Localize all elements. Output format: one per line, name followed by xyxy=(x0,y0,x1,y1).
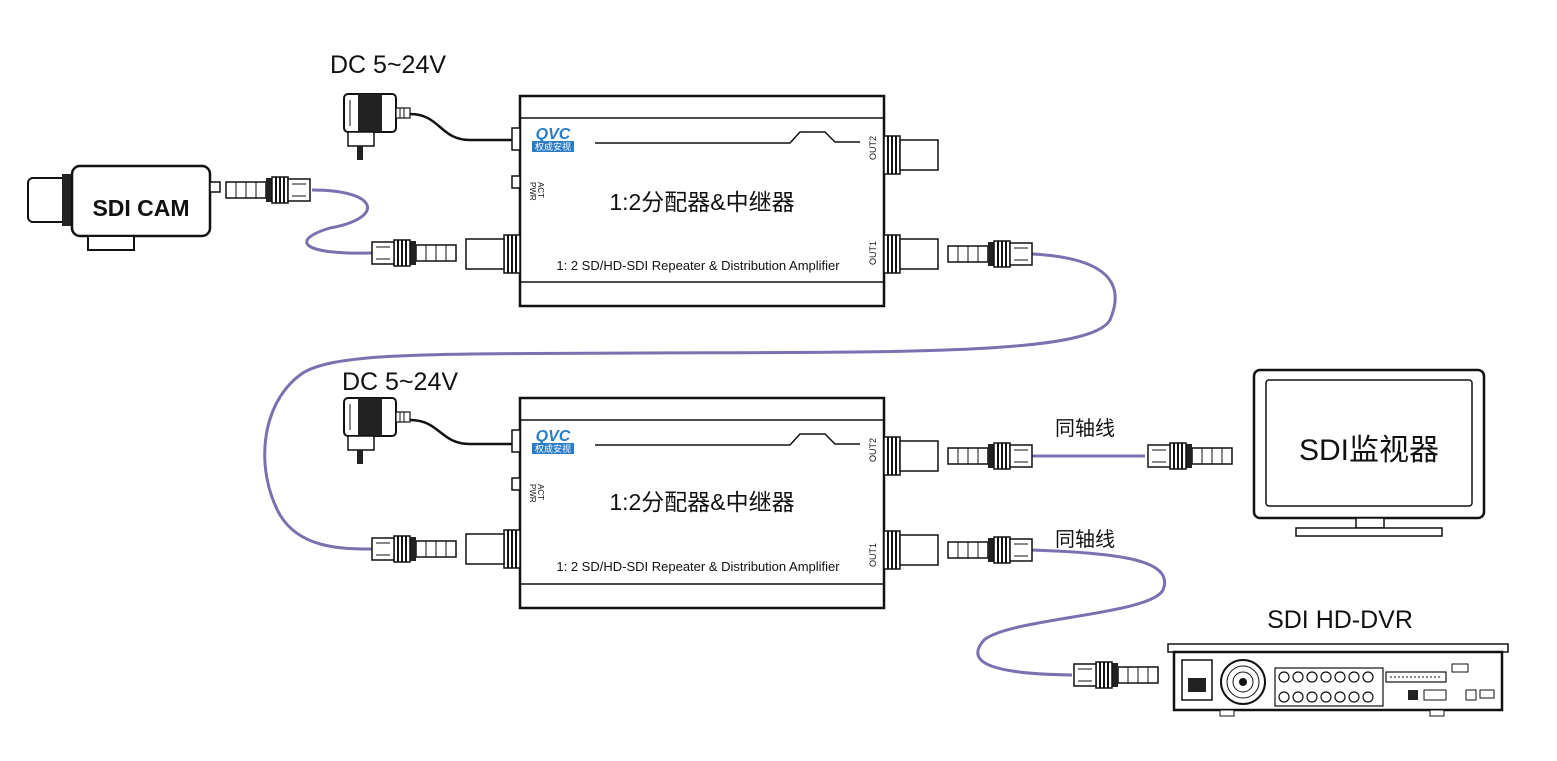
out1-bnc-plug xyxy=(947,536,1033,564)
out1-jack xyxy=(883,530,939,570)
device-title-cn: 1:2分配器&中继器 xyxy=(609,489,794,515)
port-out2-label: OUT2 xyxy=(868,136,878,160)
out2-bnc-plug xyxy=(947,442,1033,470)
splitter-unit-2: QVC 权成安视 ACT PWR 1:2分配器&中继器 1: 2 SD/HD-S… xyxy=(372,396,1033,610)
monitor-bnc-plug xyxy=(1148,443,1232,469)
port-out1-label: OUT1 xyxy=(868,543,878,567)
device-title-cn: 1:2分配器&中继器 xyxy=(609,189,794,215)
monitor-label: SDI监视器 xyxy=(1299,434,1439,467)
out1-jack xyxy=(883,234,939,274)
out1-bnc-plug xyxy=(947,240,1033,268)
out2-jack xyxy=(883,135,939,175)
cable-splitter2-to-dvr xyxy=(976,548,1167,677)
dvr-bnc-plug xyxy=(1074,662,1158,688)
power-label-1: DC 5~24V xyxy=(330,51,446,79)
input-jack xyxy=(465,529,521,569)
brand-logo: QVC xyxy=(536,126,571,143)
brand-sub: 权成安视 xyxy=(535,141,571,152)
power-adapter-2 xyxy=(343,397,514,465)
input-bnc-plug xyxy=(372,536,456,562)
led-act-label: ACT xyxy=(536,182,545,198)
dvr-label: SDI HD-DVR xyxy=(1267,606,1413,634)
led-pwr-label: PWR xyxy=(528,182,537,201)
brand-sub: 权成安视 xyxy=(535,443,571,454)
splitter-unit-1: QVC 权成安视 ACT PWR 1:2分配器&中继器 1: 2 SD/HD-S… xyxy=(372,94,1033,308)
sdi-monitor: SDI监视器 xyxy=(1148,368,1486,537)
coax-label-dvr: 同轴线 xyxy=(1055,528,1115,551)
device-title-en: 1: 2 SD/HD-SDI Repeater & Distribution A… xyxy=(556,559,840,574)
cables xyxy=(263,188,1167,677)
input-bnc-plug xyxy=(372,240,456,266)
camera-bnc-plug xyxy=(225,176,311,204)
sdi-dvr: SDI HD-DVR xyxy=(1074,606,1509,717)
power-label-2: DC 5~24V xyxy=(342,368,458,396)
coax-label-monitor: 同轴线 xyxy=(1055,417,1115,440)
input-jack xyxy=(465,234,521,274)
power-adapter-1 xyxy=(343,93,514,161)
cable-camera-to-splitter1 xyxy=(305,188,373,255)
brand-logo: QVC xyxy=(536,428,571,445)
device-title-en: 1: 2 SD/HD-SDI Repeater & Distribution A… xyxy=(556,258,840,273)
led-act-label: ACT xyxy=(536,484,545,500)
led-pwr-label: PWR xyxy=(528,484,537,503)
camera-label: SDI CAM xyxy=(92,195,189,221)
out2-jack xyxy=(883,436,939,476)
sdi-camera: SDI CAM xyxy=(27,164,311,251)
cable-splitter1-to-splitter2 xyxy=(263,252,1117,551)
port-out1-label: OUT1 xyxy=(868,241,878,265)
port-out2-label: OUT2 xyxy=(868,438,878,462)
